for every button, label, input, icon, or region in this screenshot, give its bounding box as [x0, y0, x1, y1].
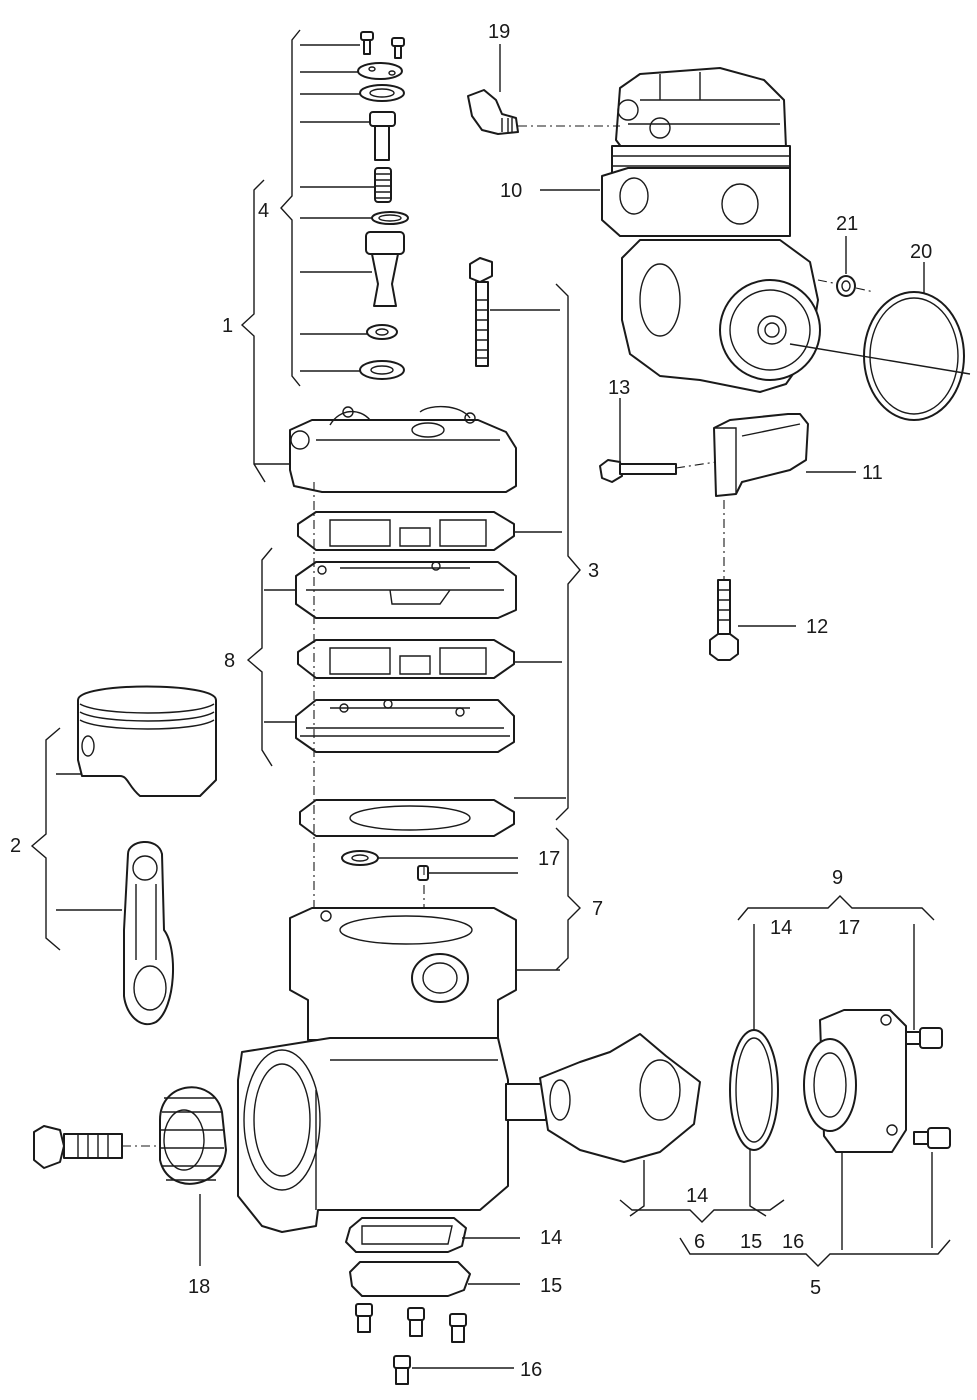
washer-21: [836, 275, 856, 297]
front-cover: [803, 1009, 907, 1153]
cylinder-gasket: [299, 799, 515, 837]
label-7: 7: [592, 898, 603, 920]
assembled-compressor: [601, 67, 821, 393]
gasket-middle: [297, 639, 515, 679]
bolt-13: [599, 459, 677, 483]
valve-washer-large: [359, 360, 405, 380]
valve-plunger: [369, 111, 396, 161]
label-1: 1: [222, 315, 233, 337]
brace-7: [555, 827, 581, 971]
brace-8: [246, 547, 273, 767]
label-10: 10: [500, 180, 522, 202]
label-16-bottom: 16: [520, 1359, 542, 1381]
crankshaft: [505, 1033, 701, 1163]
bottom-screws: [355, 1303, 467, 1385]
label-17-washer: 17: [538, 848, 560, 870]
gear-bolt: [33, 1125, 123, 1169]
label-14-brace9: 14: [770, 917, 792, 939]
label-14-bottom: 14: [540, 1227, 562, 1249]
label-19: 19: [488, 21, 510, 43]
label-18: 18: [188, 1276, 210, 1298]
label-2: 2: [10, 835, 21, 857]
brace-6: [619, 1199, 785, 1223]
brace-9: [737, 895, 935, 921]
brace-4: [280, 29, 301, 387]
leaders-group-4: [300, 44, 375, 372]
brace-1: [240, 179, 266, 483]
brace-5: [679, 1237, 951, 1267]
valve-washer-small: [366, 324, 398, 340]
valve-piston: [365, 231, 405, 307]
cylinder-head: [289, 405, 517, 493]
connecting-rod: [123, 841, 174, 1025]
gasket-upper: [297, 511, 515, 551]
valve-cover-plate: [357, 62, 403, 80]
label-20: 20: [910, 241, 932, 263]
valve-plate-upper: [295, 561, 517, 619]
piston: [77, 685, 217, 797]
bolt-12: [709, 579, 739, 661]
label-9: 9: [832, 867, 843, 889]
bottom-cover-plate: [349, 1261, 471, 1297]
small-screw-right: [391, 37, 405, 59]
brace-3: [555, 283, 581, 821]
dowel-pin: [417, 865, 429, 881]
label-15-brace5: 15: [740, 1231, 762, 1253]
valve-gasket: [359, 84, 405, 102]
label-21: 21: [836, 213, 858, 235]
label-4: 4: [258, 200, 269, 222]
label-5: 5: [810, 1277, 821, 1299]
brace-2: [30, 727, 61, 951]
valve-stack: [357, 31, 409, 380]
crankcase: [237, 907, 517, 1233]
label-11: 11: [862, 462, 883, 484]
bracket-11: [713, 413, 809, 497]
valve-circlip: [371, 211, 409, 225]
washer-17: [341, 850, 379, 866]
label-16-brace5: 16: [782, 1231, 804, 1253]
valve-spring: [374, 167, 392, 203]
label-8: 8: [224, 650, 235, 672]
label-6: 6: [694, 1231, 705, 1253]
valve-plate-lower: [295, 699, 515, 753]
oring-14: [729, 1029, 779, 1151]
label-15-bottom: 15: [540, 1275, 562, 1297]
label-13: 13: [608, 377, 630, 399]
label-3: 3: [588, 560, 599, 582]
head-bolt: [469, 257, 493, 367]
label-14-brace6: 14: [686, 1185, 708, 1207]
cover-screw-lower: [913, 1127, 951, 1149]
drive-gear: [159, 1086, 227, 1185]
bottom-gasket: [345, 1217, 467, 1253]
small-screw-left: [360, 31, 374, 55]
cover-screw-upper: [905, 1027, 943, 1049]
label-17-brace9: 17: [838, 917, 860, 939]
seal-ring-20: [863, 291, 965, 421]
label-12: 12: [806, 616, 828, 638]
fitting-19: [467, 89, 519, 135]
